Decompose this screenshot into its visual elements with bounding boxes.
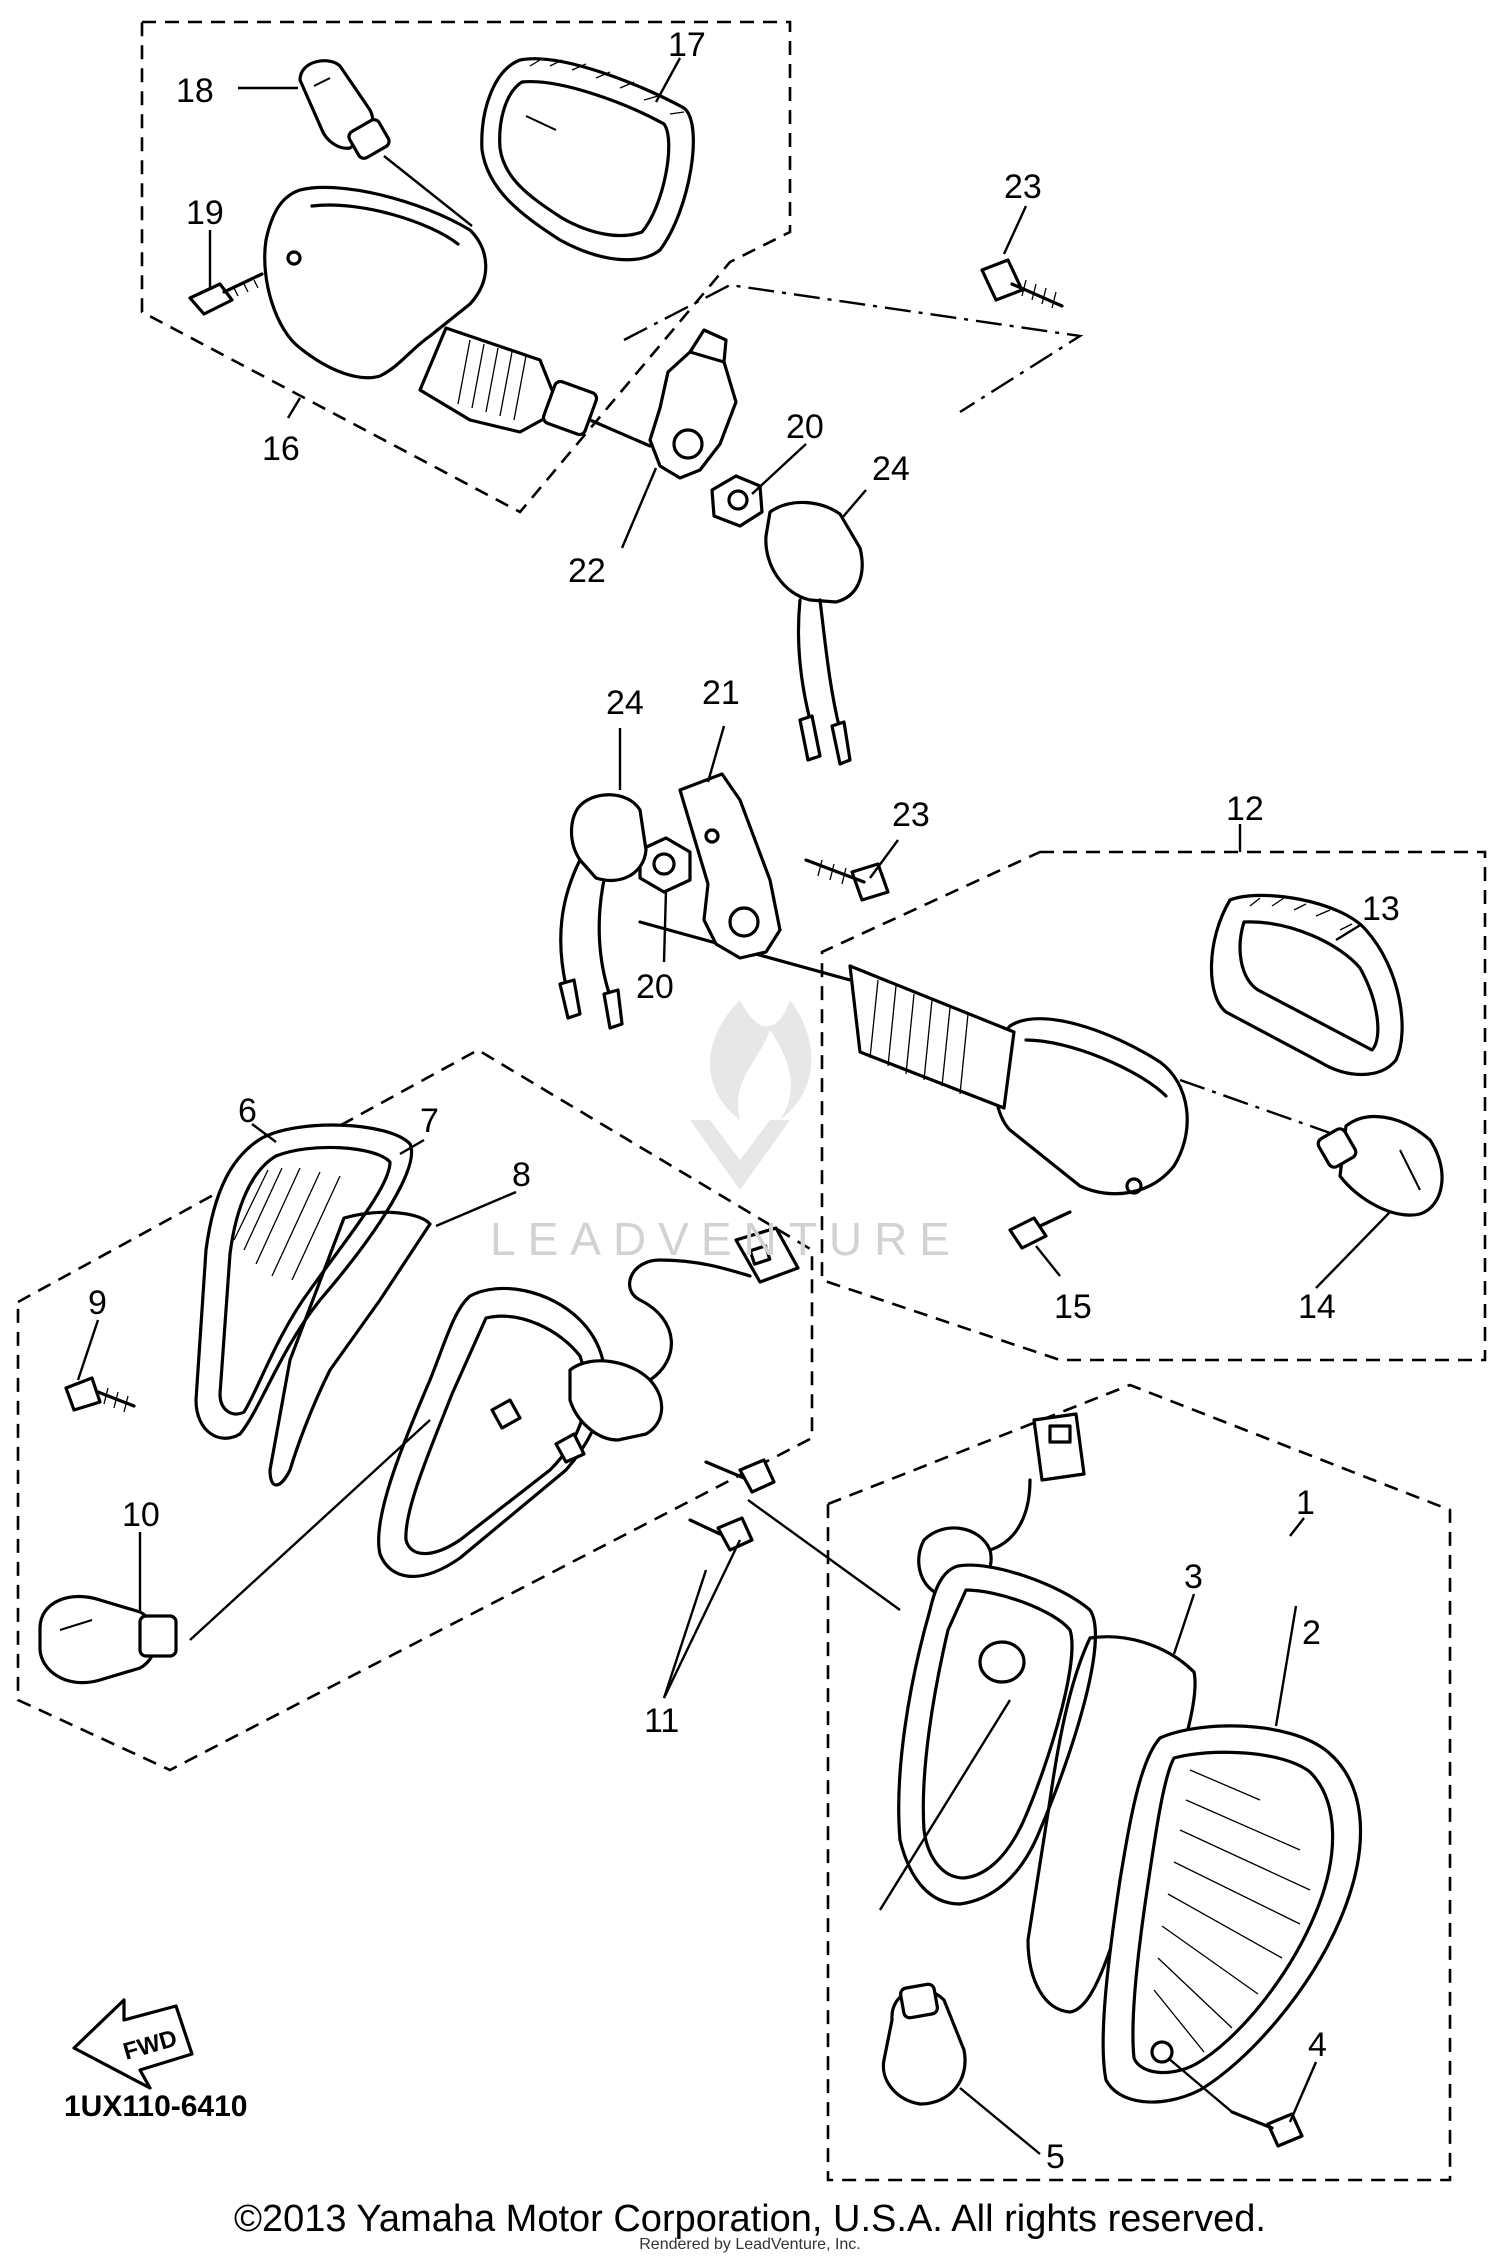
callout-8: 8: [512, 1156, 531, 1194]
callout-1: 1: [1296, 1484, 1315, 1522]
mount-line-upper: [623, 283, 1084, 414]
callout-4: 4: [1308, 2026, 1327, 2064]
bracket-21: [678, 772, 782, 960]
group-outline-12: [820, 850, 1487, 1362]
fwd-arrow: FWD: [72, 1998, 194, 2090]
render-credit: Rendered by LeadVenture, Inc.: [639, 2236, 861, 2253]
callout-22: 22: [568, 552, 606, 590]
callout-21: 21: [702, 674, 740, 712]
bulb-14: [1316, 1114, 1444, 1217]
callout-15: 15: [1054, 1288, 1092, 1326]
callout-2: 2: [1302, 1614, 1321, 1652]
bolt-23-upper: [980, 258, 1064, 309]
screw-19: [188, 250, 302, 316]
callout-6: 6: [238, 1092, 257, 1130]
bulb-18: [298, 59, 391, 160]
turn-signal-assembly-16: [188, 57, 695, 448]
grommet-24-middle: [558, 793, 648, 1030]
callout-23-middle: 23: [892, 796, 930, 834]
lens-13: [1209, 893, 1404, 1077]
bracket-22: [648, 328, 738, 480]
group-outline-16: [140, 20, 792, 514]
bulb-10: [38, 1594, 178, 1685]
drawing-number: 1UX110-6410: [64, 2090, 248, 2123]
flush-signal-assembly-1: [878, 1412, 1363, 2148]
lens-7: [194, 1123, 413, 1440]
mount-line-lower: [1179, 1078, 1351, 1142]
flush-signal-assembly-6: [38, 1123, 800, 1685]
callout-24-upper: 24: [872, 450, 910, 488]
copyright-notice: ©2013 Yamaha Motor Corporation, U.S.A. A…: [234, 2198, 1266, 2240]
callout-12: 12: [1226, 790, 1264, 828]
callout-19: 19: [186, 194, 224, 232]
bulb-hole-1: [978, 1640, 1026, 1684]
watermark-logo: [690, 1000, 812, 1190]
callout-7: 7: [420, 1102, 439, 1140]
base-6: [377, 1286, 607, 1579]
callout-14: 14: [1298, 1288, 1336, 1326]
callout-18: 18: [176, 72, 214, 110]
group-outline-6: [16, 1048, 814, 1772]
callout-11: 11: [644, 1702, 679, 1740]
gasket-8: [268, 1210, 432, 1487]
callout-5: 5: [1046, 2138, 1065, 2176]
callout-10: 10: [122, 1496, 160, 1534]
lens-17: [480, 57, 695, 262]
group-outline-1: [826, 1383, 1452, 2182]
watermark-text: LEADVENTURE: [490, 1213, 962, 1265]
callout-24-middle: 24: [606, 684, 644, 722]
callout-20-upper: 20: [786, 408, 824, 446]
bolt-23-middle: [804, 858, 890, 902]
screw-4: [1230, 2110, 1304, 2148]
screws-11: [688, 1458, 901, 1611]
callout-17: 17: [668, 26, 706, 64]
nut-20-upper: [710, 474, 764, 528]
gasket-3: [1026, 1635, 1197, 2014]
callout-20-middle: 20: [636, 968, 674, 1006]
callout-13: 13: [1362, 890, 1400, 928]
lens-2: [1101, 1724, 1363, 2104]
screw-15: [1008, 1177, 1143, 1250]
housing-12: [992, 1017, 1189, 1196]
callout-9: 9: [88, 1284, 107, 1322]
callout-3: 3: [1184, 1558, 1203, 1596]
bulb-5: [881, 1982, 967, 2106]
callout-23-upper: 23: [1004, 168, 1042, 206]
screw-9: [64, 1376, 136, 1413]
callout-16: 16: [262, 430, 300, 468]
nut-20-middle: [638, 836, 692, 894]
turn-signal-assembly-12: [638, 893, 1444, 1250]
base-1: [897, 1563, 1097, 1906]
housing-16: [263, 185, 488, 380]
grommet-24-upper: [764, 500, 864, 766]
